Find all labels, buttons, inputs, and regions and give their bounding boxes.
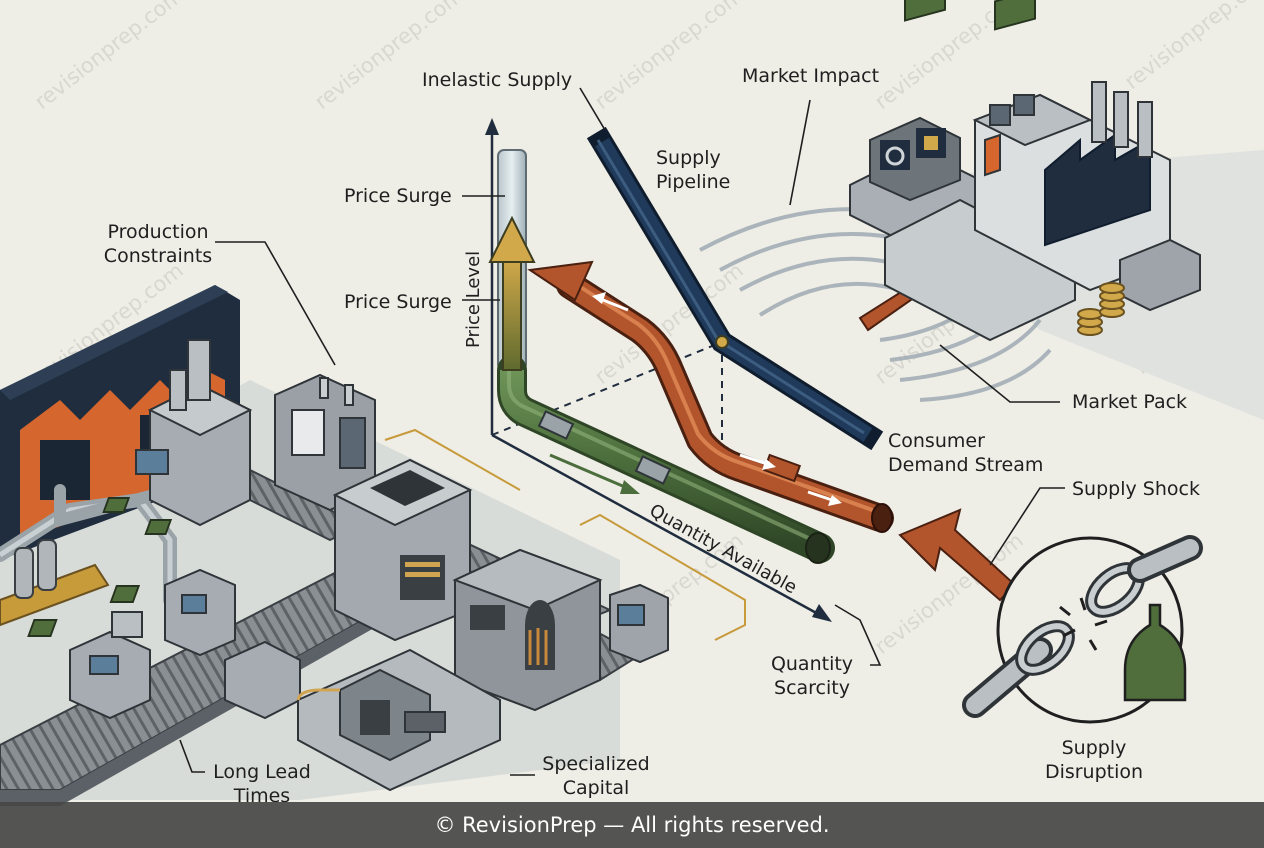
demand-pipe xyxy=(527,260,894,533)
quantity-scarcity-label-line1: Quantity xyxy=(770,653,854,675)
price-surge-label-top: Price Surge xyxy=(344,185,452,207)
consumer-demand-label-line2: Demand Stream xyxy=(888,454,1044,476)
supply-disruption-icon xyxy=(962,535,1203,724)
leader-lines xyxy=(179,87,1065,776)
supply-disruption-label-line2: Disruption xyxy=(1044,761,1144,783)
copyright-footer: © RevisionPrep — All rights reserved. xyxy=(0,802,1264,848)
supply-disruption-label-line1: Supply xyxy=(1061,737,1127,759)
price-surge-arrow xyxy=(488,215,536,371)
factory-pipes xyxy=(0,424,216,627)
supply-shock-arrow xyxy=(898,508,1017,602)
market-impact-label: Market Impact xyxy=(742,65,880,87)
market-pack-label: Market Pack xyxy=(1072,391,1188,413)
supply-pipeline xyxy=(586,126,884,451)
constraint-brackets xyxy=(384,428,746,641)
long-lead-times-label-line2: Times xyxy=(233,785,291,807)
coin-stacks xyxy=(1077,282,1125,336)
copyright-text: © RevisionPrep — All rights reserved. xyxy=(434,813,830,837)
consumer-demand-label-line1: Consumer xyxy=(888,430,985,452)
price-level-axis-label: Price Level xyxy=(463,250,484,348)
supply-pipeline-label-line2: Pipeline xyxy=(656,171,731,193)
long-lead-times-label-line1: Long Lead xyxy=(213,761,311,783)
inelastic-supply-label: Inelastic Supply xyxy=(422,69,573,91)
price-surge-label-mid: Price Surge xyxy=(344,291,452,313)
specialized-capital-label-line1: Specialized xyxy=(542,753,650,775)
supply-shock-label: Supply Shock xyxy=(1072,478,1200,500)
supply-pipeline-label-line1: Supply xyxy=(656,147,721,169)
production-constraints-label-line2: Constraints xyxy=(103,245,213,267)
market-factory xyxy=(849,0,1201,342)
production-machines xyxy=(69,339,669,792)
quantity-scarcity-label-line2: Scarcity xyxy=(774,677,850,699)
specialized-capital-label-line2: Capital xyxy=(562,777,630,799)
production-constraints-label-line1: Production xyxy=(107,221,209,243)
